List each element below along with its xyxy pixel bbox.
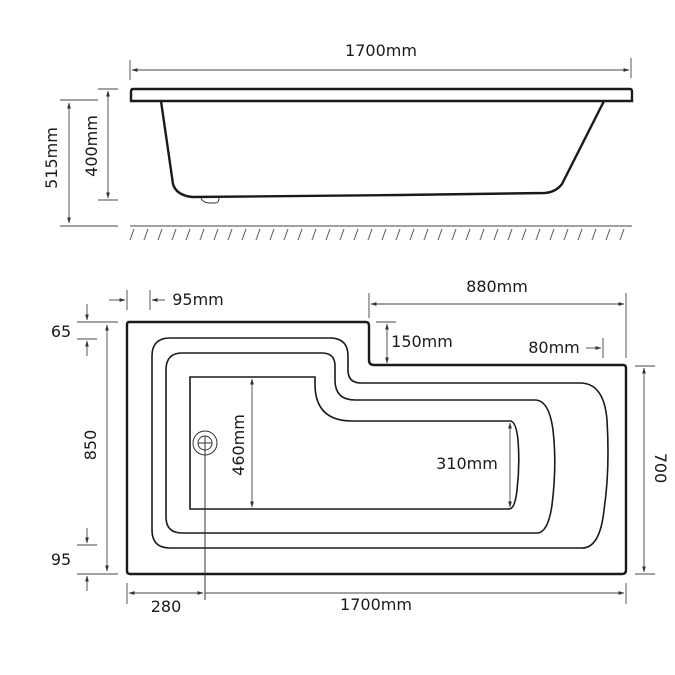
plan-bath-floor xyxy=(189,376,520,510)
bath-body xyxy=(159,100,606,199)
bottom-offset-label: 95 xyxy=(51,550,71,569)
total-height-dimension: 515mm xyxy=(42,99,118,227)
inner-wide-label: 460mm xyxy=(229,414,248,476)
side-length-label: 1700mm xyxy=(345,41,417,60)
top-offset-label: 65 xyxy=(51,322,71,341)
left-rim-label: 95mm xyxy=(172,290,224,309)
floor-hatch xyxy=(129,225,632,241)
plug-hole-icon xyxy=(192,430,218,600)
plan-inner-contour-2 xyxy=(165,352,556,534)
inner-narrow-label: 310mm xyxy=(436,454,498,473)
right-rim-dimension: 80mm xyxy=(528,338,604,358)
right-rim-label: 80mm xyxy=(528,338,580,357)
depth-dimension: 400mm xyxy=(82,88,118,201)
height-label: 850 xyxy=(81,430,100,461)
waste-offset-label: 280 xyxy=(151,597,182,616)
depth-label: 400mm xyxy=(82,115,101,177)
plan-inner-contour-1 xyxy=(151,337,609,549)
top-offset-dimension: 65 xyxy=(51,304,118,356)
bath-rim xyxy=(129,87,634,103)
shower-section-dimension: 880mm xyxy=(368,277,627,358)
side-length-dimension: 1700mm xyxy=(129,41,632,80)
shower-section-label: 880mm xyxy=(466,277,528,296)
plan-length-label: 1700mm xyxy=(340,595,412,614)
bottom-length-dimension: 280 1700mm xyxy=(126,583,627,616)
bottom-offset-dimension: 95 xyxy=(51,528,118,591)
narrow-width-label: 700 xyxy=(651,453,670,484)
inner-narrow-dimension: 310mm xyxy=(436,422,512,508)
total-height-label: 515mm xyxy=(42,127,61,189)
waste-outlet xyxy=(200,197,220,204)
step-depth-dimension: 150mm xyxy=(376,321,453,364)
left-rim-dimension: 95mm xyxy=(109,290,224,310)
plan-view: 65 95mm 850 95 280 xyxy=(51,277,670,616)
narrow-width-dimension: 700 xyxy=(635,365,670,575)
step-depth-label: 150mm xyxy=(391,332,453,351)
side-view: 1700mm 400mm 515mm xyxy=(42,41,634,241)
height-dimension: 850 xyxy=(81,324,109,572)
plan-outer-outline xyxy=(125,320,628,576)
inner-wide-dimension: 460mm xyxy=(229,378,254,508)
